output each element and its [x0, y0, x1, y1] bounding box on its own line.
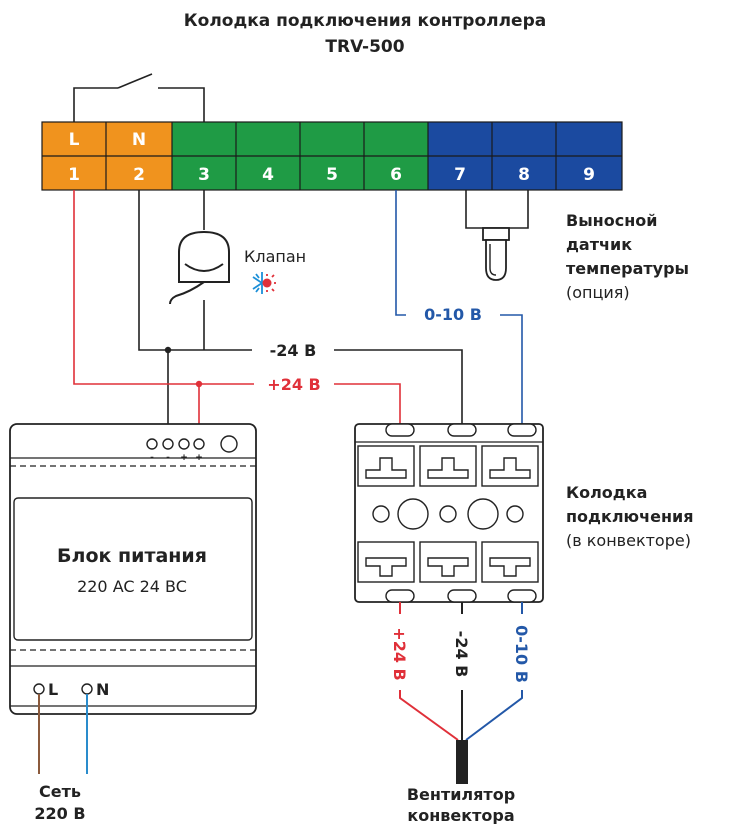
output-wire-signal [465, 602, 523, 741]
terminal-number-4: 4 [262, 165, 274, 185]
terminal-number-6: 6 [390, 165, 402, 185]
heat-cool-icon [252, 272, 276, 294]
output-label-signal: 0-10 В [512, 625, 531, 683]
terminal-block: L N 1 2 3 4 5 6 7 8 9 [41, 121, 623, 191]
psu-input-n: N [96, 680, 109, 699]
connector-label-3: (в конвекторе) [566, 531, 691, 550]
sensor-label-2: датчик [566, 235, 632, 254]
temperature-sensor: Выносной датчик температуры (опция) [465, 190, 689, 302]
power-supply: - - + + Блок питания 220 AC 24 BC L N [9, 423, 257, 715]
sensor-label-4: (опция) [566, 283, 630, 302]
terminal-number-2: 2 [133, 165, 145, 185]
psu-sign-4: + [195, 453, 203, 463]
wire-signal [395, 190, 523, 432]
fan-label-1: Вентилятор [407, 785, 515, 804]
psu-sign-3: + [180, 453, 188, 463]
terminal-number-8: 8 [518, 165, 530, 185]
terminal-number-5: 5 [326, 165, 338, 185]
connector-label-2: подключения [566, 507, 693, 526]
psu-input-l: L [48, 680, 58, 699]
convector-connector: Колодка подключения (в конвекторе) [354, 423, 693, 603]
terminal-number-7: 7 [454, 165, 466, 185]
fan-label-2: конвектора [407, 806, 514, 824]
connector-label-1: Колодка [566, 483, 647, 502]
terminal-number-3: 3 [198, 165, 210, 185]
terminal-top-n: N [132, 130, 146, 150]
valve-label: Клапан [244, 247, 306, 266]
psu-title: Блок питания [57, 545, 207, 567]
psu-subtitle: 220 AC 24 BC [77, 577, 187, 596]
mains-label-2: 220 В [34, 804, 85, 823]
output-label-plus: +24 В [390, 627, 409, 680]
output-wire-plus [399, 602, 459, 741]
switch [73, 73, 205, 122]
output-label-minus: -24 В [452, 631, 471, 678]
wire-minus [138, 190, 463, 438]
title-line-2: TRV-500 [325, 37, 404, 57]
minus-wire-label: -24 В [270, 341, 317, 360]
fan-cable [456, 740, 468, 784]
sensor-label-3: температуры [566, 259, 689, 278]
signal-wire-label: 0-10 В [424, 305, 482, 324]
terminal-top-l: L [69, 130, 80, 150]
sensor-label-1: Выносной [566, 211, 657, 230]
valve-actuator-icon [169, 230, 230, 305]
wire-plus [73, 190, 401, 438]
terminal-number-9: 9 [583, 165, 595, 185]
psu-sign-2: - [166, 453, 170, 463]
junction-plus [195, 380, 203, 388]
sensor-cap [482, 227, 510, 241]
terminal-number-1: 1 [68, 165, 80, 185]
valve: Клапан [169, 190, 306, 305]
mains-label-1: Сеть [39, 782, 81, 801]
thermometer-icon [485, 239, 507, 281]
title-line-1: Колодка подключения контроллера [184, 11, 546, 31]
psu-sign-1: - [150, 453, 154, 463]
plus-wire-label: +24 В [267, 375, 320, 394]
junction-minus [164, 346, 172, 354]
